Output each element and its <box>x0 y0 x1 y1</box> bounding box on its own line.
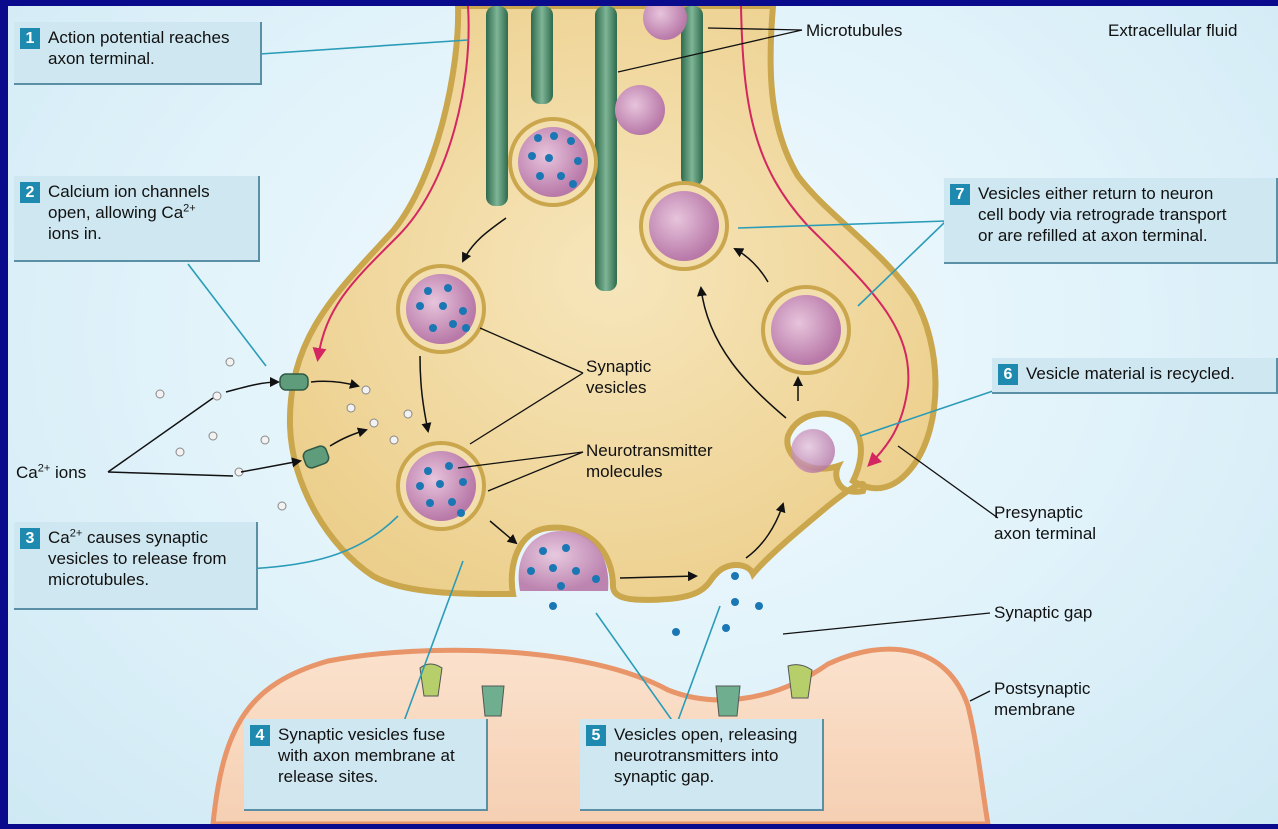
step-text: ions in. <box>48 223 250 244</box>
synaptic-vesicles-label: Synaptic vesicles <box>586 356 651 398</box>
microtubules-label: Microtubules <box>806 20 902 41</box>
label-line: Presynaptic <box>994 502 1096 523</box>
step-text: axon terminal. <box>48 48 252 69</box>
superscript: 2+ <box>70 527 83 539</box>
step-7-callout: 7 Vesicles either return to neuron cell … <box>944 178 1278 264</box>
recycling-pit <box>791 429 835 473</box>
postsynaptic-label: Postsynaptic membrane <box>994 678 1090 720</box>
step-text: vesicles to release from <box>48 548 248 569</box>
step-text: Vesicles either return to neuron <box>978 183 1268 204</box>
synaptic-vesicle <box>510 119 596 205</box>
step-5-callout: 5 Vesicles open, releasing neurotransmit… <box>580 719 824 811</box>
microtubule <box>681 6 703 186</box>
step-text: cell body via retrograde transport <box>978 204 1268 225</box>
label-line: molecules <box>586 461 713 482</box>
neurotransmitter-label: Neurotransmitter molecules <box>586 440 713 482</box>
step-4-callout: 4 Synaptic vesicles fuse with axon membr… <box>244 719 488 811</box>
step-number: 2 <box>20 182 40 203</box>
step-text: open, allowing Ca <box>48 203 183 222</box>
step-3-callout: 3 Ca2+ causes synaptic vesicles to relea… <box>14 522 258 610</box>
label-line: axon terminal <box>994 523 1096 544</box>
microtubule <box>595 6 617 291</box>
step-text: release sites. <box>278 766 478 787</box>
step-number: 5 <box>586 725 606 746</box>
label-line: ions <box>50 463 86 482</box>
step-number: 1 <box>20 28 40 49</box>
microtubule <box>531 6 553 104</box>
step-2-callout: 2 Calcium ion channels open, allowing Ca… <box>14 176 260 262</box>
presynaptic-label: Presynaptic axon terminal <box>994 502 1096 544</box>
step-text: Synaptic vesicles fuse <box>278 724 478 745</box>
step-text: causes synaptic <box>82 528 208 547</box>
calcium-ions-label: Ca2+ ions <box>16 462 86 483</box>
label-line: vesicles <box>586 377 651 398</box>
step-text: Vesicles open, releasing <box>614 724 814 745</box>
label-line: membrane <box>994 699 1090 720</box>
step-number: 3 <box>20 528 40 549</box>
extracellular-fluid-label: Extracellular fluid <box>1108 20 1237 41</box>
vesicle <box>615 85 665 135</box>
step-1-callout: 1 Action potential reaches axon terminal… <box>14 22 262 85</box>
recycled-vesicle <box>763 287 849 373</box>
step-number: 7 <box>950 184 970 205</box>
step-text: Calcium ion channels <box>48 181 250 202</box>
microtubule <box>486 6 508 206</box>
step-number: 4 <box>250 725 270 746</box>
recycled-vesicle <box>641 183 727 269</box>
step-number: 6 <box>998 364 1018 385</box>
step-text: synaptic gap. <box>614 766 814 787</box>
label-line: Postsynaptic <box>994 678 1090 699</box>
label-line: Ca <box>16 463 38 482</box>
superscript: 2+ <box>183 202 196 214</box>
label-line: Synaptic <box>586 356 651 377</box>
step-6-callout: 6 Vesicle material is recycled. <box>992 358 1278 394</box>
label-line: Neurotransmitter <box>586 440 713 461</box>
step-text: or are refilled at axon terminal. <box>978 225 1268 246</box>
step-text: neurotransmitters into <box>614 745 814 766</box>
step-text: microtubules. <box>48 569 248 590</box>
diagram-canvas: 1 Action potential reaches axon terminal… <box>8 6 1278 824</box>
superscript: 2+ <box>38 462 51 474</box>
step-text: with axon membrane at <box>278 745 478 766</box>
synaptic-gap-label: Synaptic gap <box>994 602 1092 623</box>
step-text: Ca <box>48 528 70 547</box>
step-text: Action potential reaches <box>48 27 252 48</box>
step-text: Vesicle material is recycled. <box>1026 363 1268 384</box>
